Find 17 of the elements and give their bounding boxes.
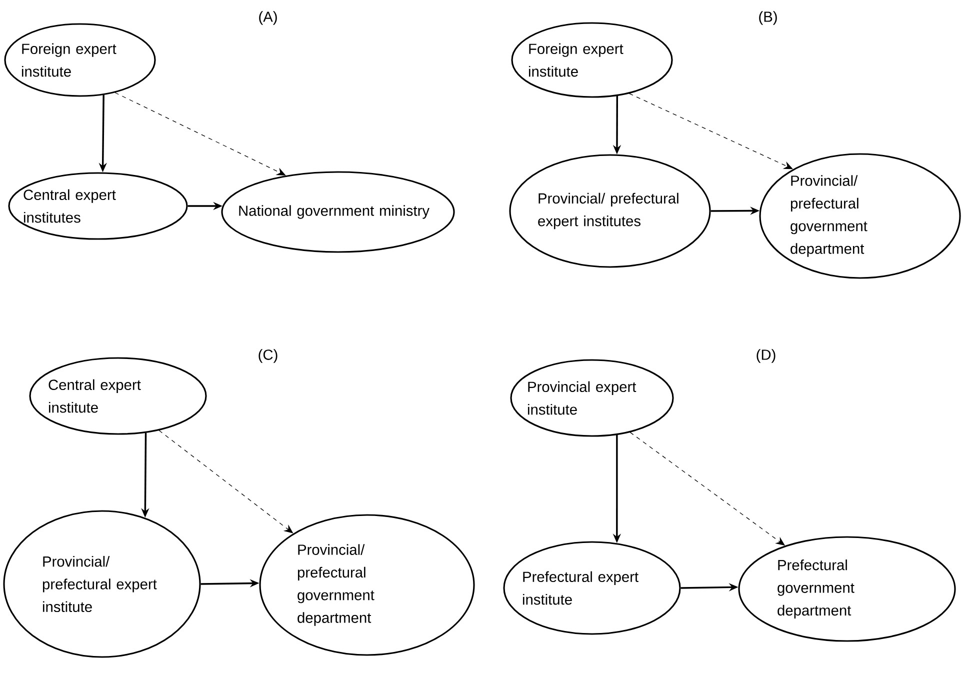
panel-label: (D)	[756, 349, 776, 363]
ellipse-node: Foreign expert institute	[511, 22, 673, 98]
arrow	[628, 93, 793, 170]
panel-label: (B)	[759, 11, 777, 25]
ellipse-node: Foreign expert institute	[4, 23, 156, 97]
ellipse-node: National government ministry	[221, 171, 455, 253]
ellipse-node: Central expert institutes	[8, 172, 188, 240]
ellipse-node: Provincial/ prefectural expert institute	[3, 510, 201, 658]
ellipse-node: Provincial/ prefectural government department	[759, 153, 961, 279]
ellipse-node: Provincial expert institute	[510, 359, 674, 437]
ellipse-node: Central expert institute	[29, 357, 207, 435]
panel-label: (A)	[259, 11, 277, 25]
panel-label: (C)	[258, 349, 278, 363]
ellipse-node: Provincial/ prefectural expert institutes	[509, 154, 711, 268]
ellipse-node: Prefectural government department	[738, 536, 956, 642]
ellipse-node: Prefectural expert institute	[503, 541, 681, 635]
ellipse-node: Provincial/ prefectural government department	[259, 514, 475, 656]
